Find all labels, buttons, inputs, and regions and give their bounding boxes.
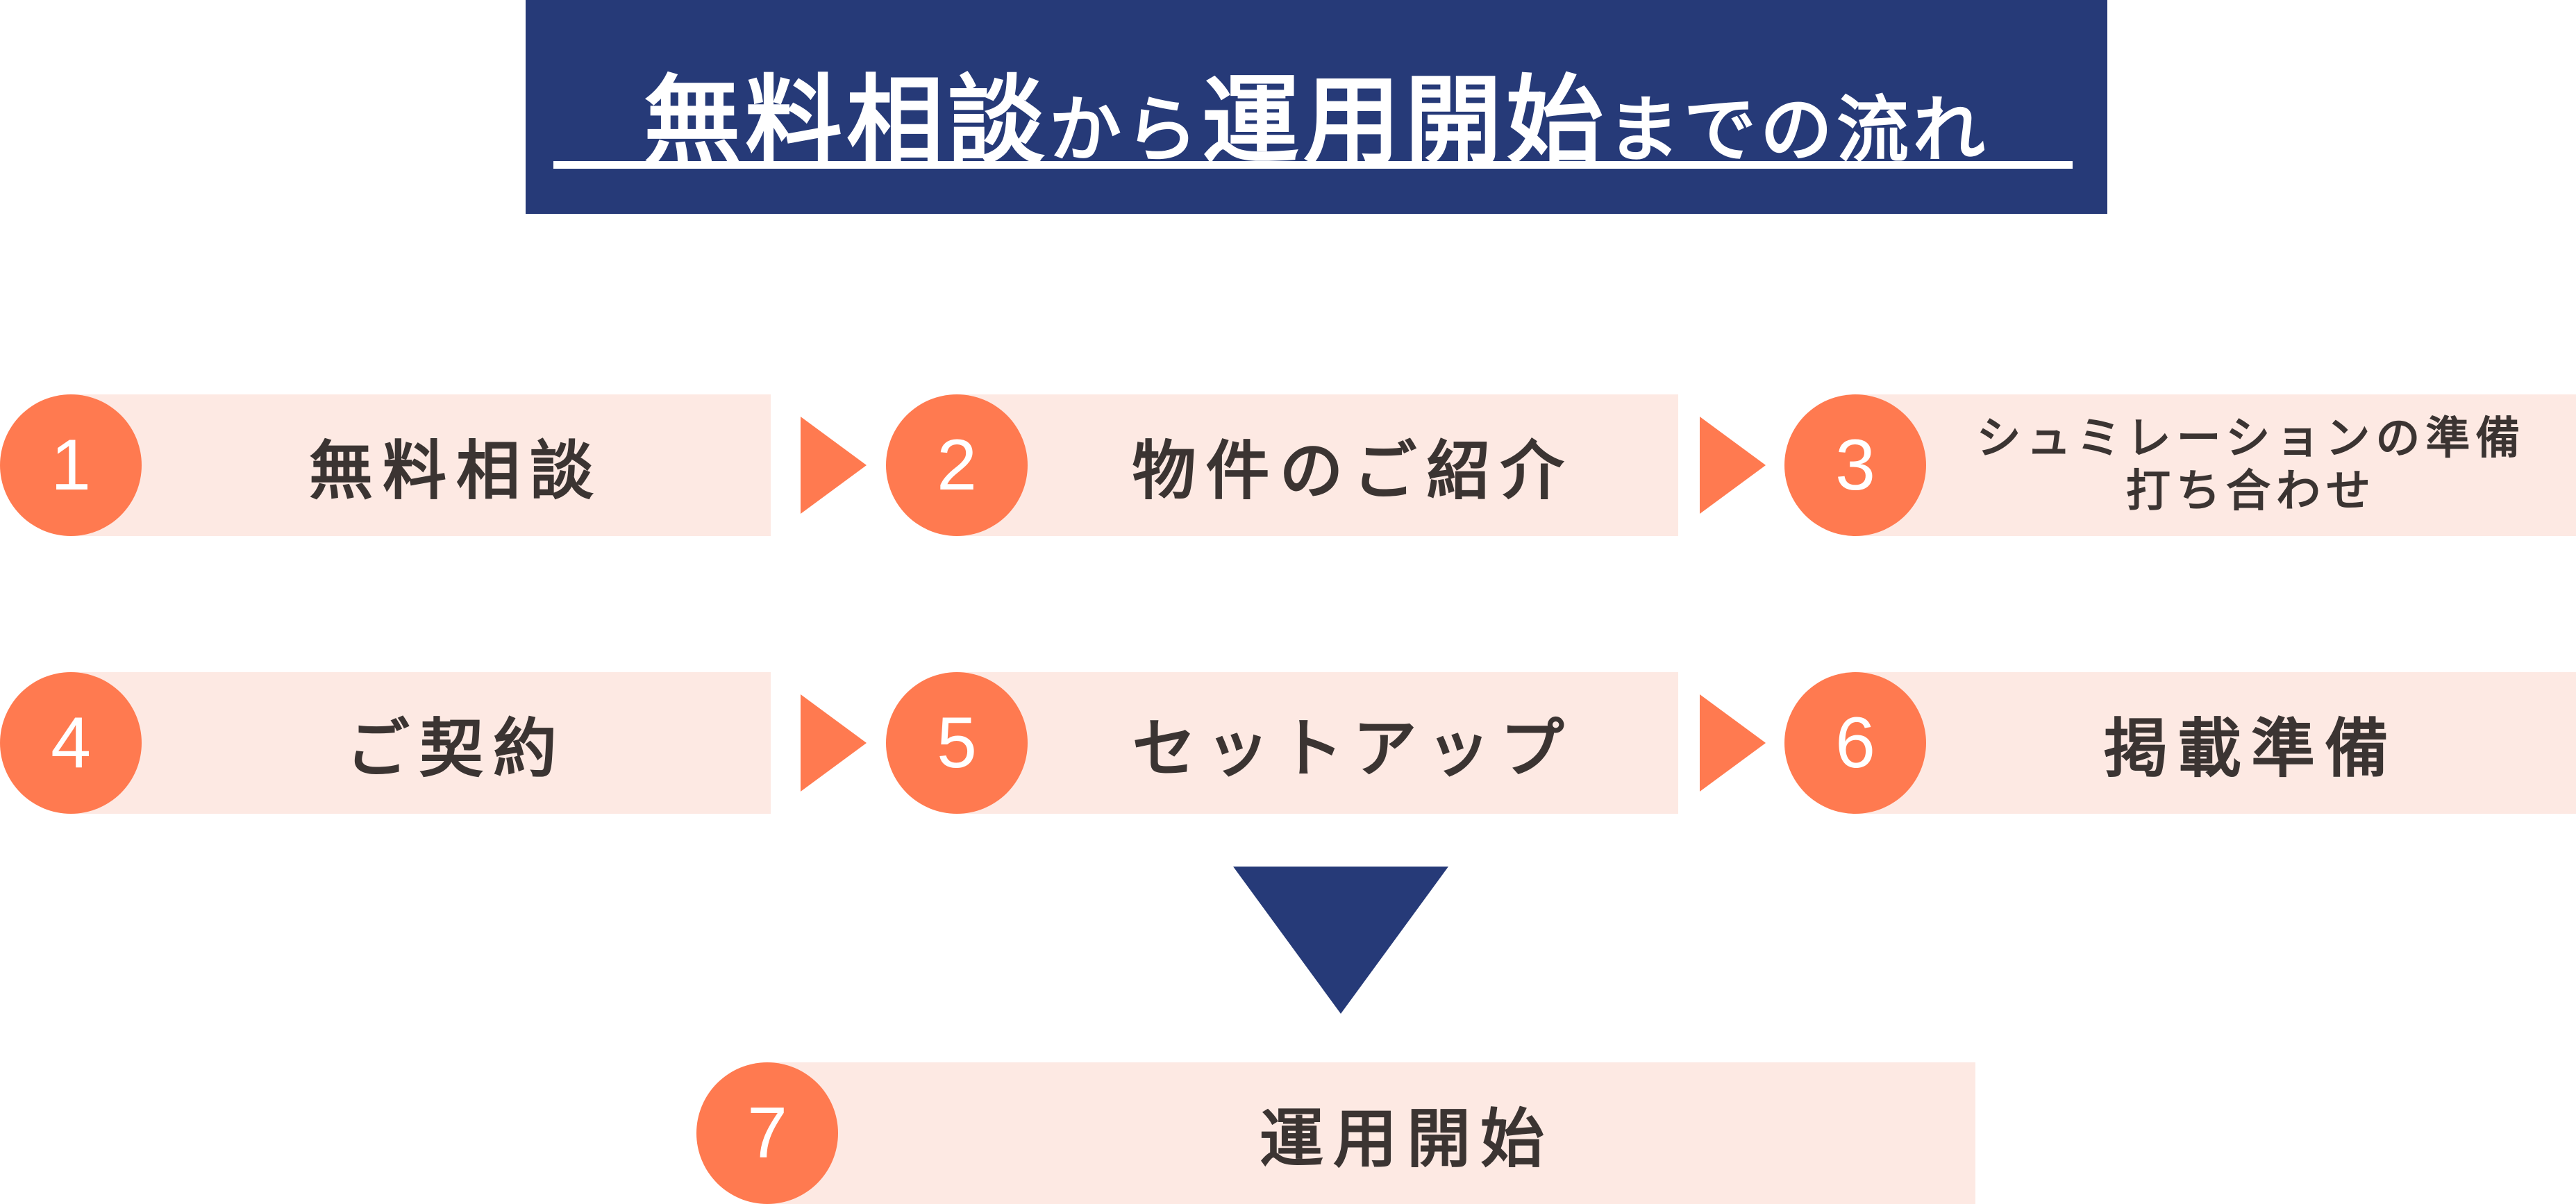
step-number-badge: 2 bbox=[886, 394, 1028, 536]
step-box bbox=[1854, 672, 2576, 814]
page-title: 無料相談から運用開始までの流れ bbox=[526, 43, 2107, 183]
header-banner: 無料相談から運用開始までの流れ bbox=[526, 0, 2107, 214]
step-label: 運用開始 bbox=[1259, 1101, 1554, 1176]
triangle-down-icon bbox=[1233, 867, 1448, 1014]
step-7: 7 運用開始 bbox=[696, 1062, 1975, 1204]
title-part-1: 無料相談 bbox=[643, 65, 1049, 178]
step-box bbox=[1854, 394, 2576, 536]
triangle-right-icon bbox=[1700, 417, 1766, 514]
step-number-badge: 6 bbox=[1784, 672, 1926, 814]
step-box bbox=[69, 672, 771, 814]
title-part-4: までの流れ bbox=[1607, 87, 1990, 172]
step-number-badge: 4 bbox=[0, 672, 142, 814]
title-part-2: から bbox=[1048, 87, 1202, 172]
step-4: 4 ご契約 bbox=[0, 672, 771, 814]
step-label-line-2: 打ち合わせ bbox=[2126, 466, 2376, 517]
title-underline bbox=[553, 161, 2073, 169]
triangle-right-icon bbox=[801, 694, 867, 792]
step-label: 物件のご紹介 bbox=[1132, 433, 1574, 508]
step-label: セットアップ bbox=[1132, 711, 1574, 786]
step-label: 掲載準備 bbox=[2103, 711, 2398, 786]
step-box bbox=[955, 394, 1678, 536]
triangle-right-icon bbox=[801, 417, 867, 514]
triangle-right-icon bbox=[1700, 694, 1766, 792]
step-label: ご契約 bbox=[345, 711, 567, 786]
step-label-line-1: シュミレーションの準備 bbox=[1976, 413, 2526, 465]
step-number-badge: 5 bbox=[886, 672, 1028, 814]
step-number-badge: 1 bbox=[0, 394, 142, 536]
step-box bbox=[766, 1062, 1975, 1204]
step-1: 1 無料相談 bbox=[0, 394, 771, 536]
step-box bbox=[69, 394, 771, 536]
step-box bbox=[955, 672, 1678, 814]
step-2: 2 物件のご紹介 bbox=[886, 394, 1678, 536]
step-label: 無料相談 bbox=[308, 433, 603, 508]
step-label: シュミレーションの準備 打ち合わせ bbox=[1926, 394, 2576, 536]
step-3: 3 シュミレーションの準備 打ち合わせ bbox=[1784, 394, 2576, 536]
step-number-badge: 3 bbox=[1784, 394, 1926, 536]
step-5: 5 セットアップ bbox=[886, 672, 1678, 814]
step-6: 6 掲載準備 bbox=[1784, 672, 2576, 814]
step-number-badge: 7 bbox=[696, 1062, 838, 1204]
title-part-3: 運用開始 bbox=[1202, 65, 1608, 178]
